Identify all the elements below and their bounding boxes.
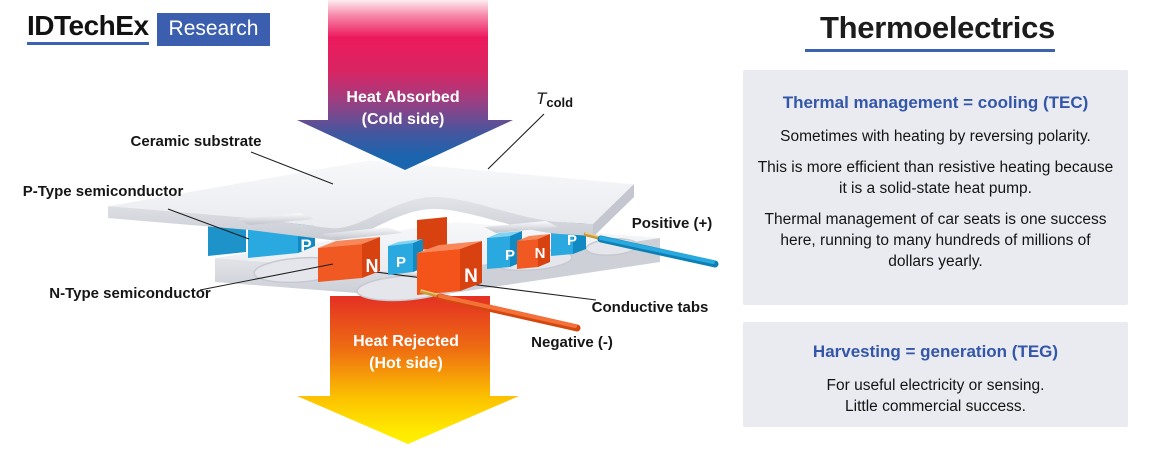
positive-wire (583, 232, 719, 268)
conductive-tabs-label: Conductive tabs (592, 299, 709, 316)
teg-paragraph-2: Little commercial success. (845, 398, 1026, 415)
pn-block-p3 (388, 239, 423, 275)
teg-info-box: Harvesting = generation (TEG) For useful… (743, 322, 1128, 427)
heat-rejected-arrow (297, 296, 519, 444)
tec-paragraph-1: Sometimes with heating by reversing pola… (780, 128, 1091, 145)
ceramic-substrate-label: Ceramic substrate (131, 133, 262, 150)
block-letter-p5: P (505, 247, 515, 264)
thermoelectric-module-diagram: Heat Absorbed (Cold side) Heat Rejected … (23, 0, 719, 444)
block-letter-n2: N (366, 256, 379, 276)
positive-label: Positive (+) (632, 215, 712, 232)
heat-absorbed-arrow: Heat Absorbed (Cold side) (297, 0, 513, 170)
pn-block-n2 (318, 237, 380, 282)
block-letter-p7: P (567, 232, 577, 249)
hot-side-label: (Hot side) (369, 355, 443, 372)
ceramic-leader-line (250, 151, 334, 185)
block-letter-n4: N (464, 266, 478, 287)
t-cold-leader-line (487, 113, 545, 170)
negative-label: Negative (-) (531, 334, 613, 351)
pn-block-n4-front (417, 241, 482, 295)
t-cold-label: Tcold (536, 89, 573, 110)
logo-research-badge: Research (156, 13, 271, 46)
negative-wire (419, 289, 581, 332)
block-letter-p3: P (396, 254, 406, 271)
block-letter-p1: P (300, 236, 311, 255)
back-row-elements (208, 217, 447, 256)
pn-block-n6 (517, 234, 550, 269)
p-type-leader-line (167, 208, 250, 240)
p-type-label: P-Type semiconductor (23, 183, 184, 200)
tec-paragraph-3: Thermal management of car seats is one s… (764, 211, 1107, 270)
block-letter-n6: N (535, 245, 546, 262)
tec-info-box: Thermal management = cooling (TEC) Somet… (743, 70, 1128, 305)
n-type-leader-line (199, 263, 334, 291)
tec-heading: Thermal management = cooling (TEC) (782, 93, 1089, 112)
cold-side-label: (Cold side) (362, 111, 445, 128)
idtechex-logo: IDTechEx Research (27, 12, 271, 46)
panel-title-underline (805, 49, 1055, 52)
heat-absorbed-label: Heat Absorbed (346, 89, 459, 106)
tec-paragraph-2: This is more efficient than resistive he… (757, 159, 1114, 197)
heat-rejected-label: Heat Rejected (353, 333, 459, 350)
panel-title: Thermoelectrics (820, 10, 1055, 45)
teg-paragraph-1: For useful electricity or sensing. (826, 377, 1045, 394)
logo-brand-text: IDTechEx (27, 12, 149, 45)
top-ceramic-plate (107, 159, 635, 241)
teg-heading: Harvesting = generation (TEG) (812, 342, 1059, 361)
n-type-label: N-Type semiconductor (49, 285, 211, 302)
upper-conductive-tabs (236, 213, 558, 240)
